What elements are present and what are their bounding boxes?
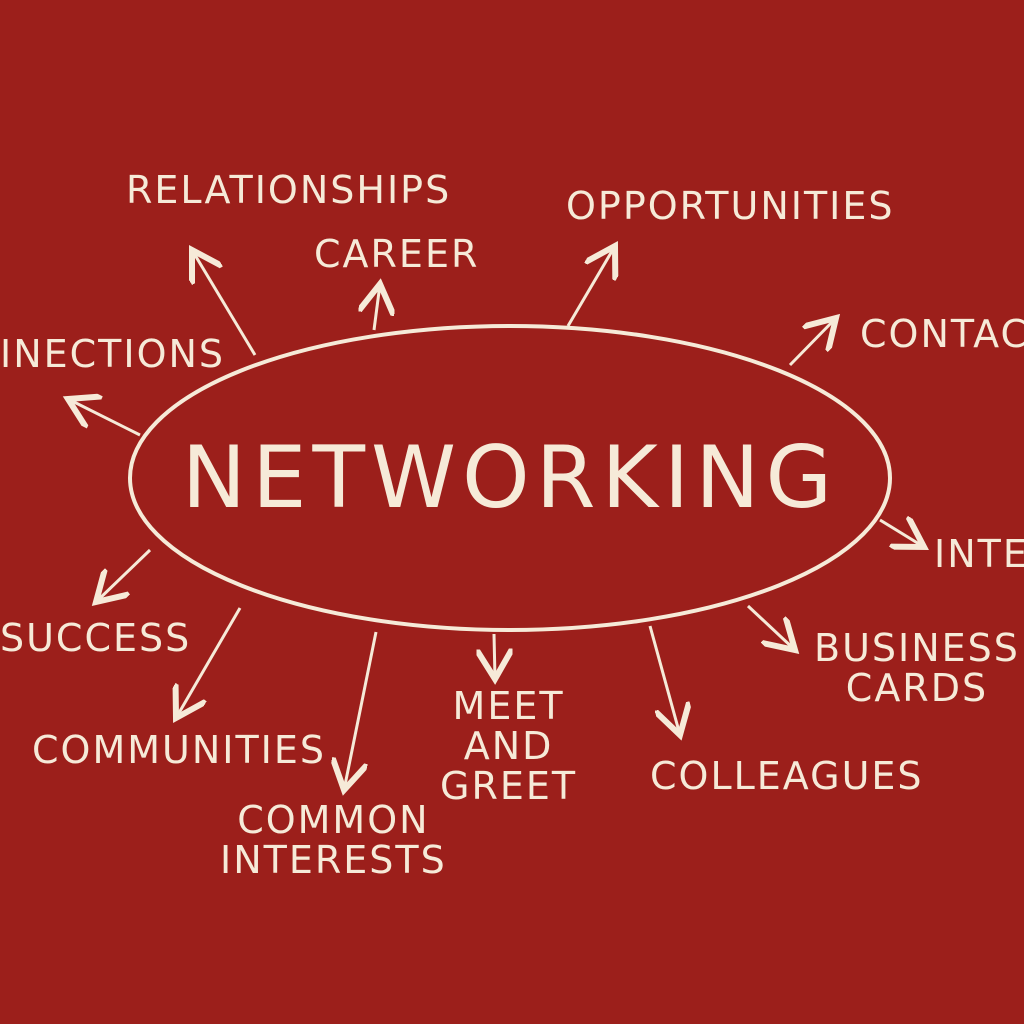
node-communities: COMMUNITIES — [32, 728, 327, 772]
arrow-meet-and-greet — [494, 633, 495, 679]
node-common-line1: COMMON — [237, 798, 430, 842]
arrow-relationships — [192, 250, 257, 356]
arrow-opportunities — [566, 246, 615, 327]
node-colleagues: COLLEAGUES — [650, 754, 924, 798]
node-connections: INECTIONS — [0, 332, 226, 376]
arrow-common-interests — [344, 631, 378, 790]
node-business-cards: BUSINESS CARDS — [814, 628, 1020, 708]
arrow-connections — [68, 399, 141, 437]
node-opportunities: OPPORTUNITIES — [566, 184, 895, 228]
arrow-interests — [879, 520, 924, 547]
node-common-interests: COMMON INTERESTS — [220, 800, 447, 880]
node-contacts: CONTAC — [860, 312, 1024, 356]
node-success: SUCCESS — [0, 616, 192, 660]
arrow-career — [374, 284, 380, 331]
center-label: NETWORKING — [181, 427, 839, 528]
arrow-colleagues — [648, 625, 680, 735]
node-common-line2: INTERESTS — [220, 838, 447, 882]
node-business-cards-line2: CARDS — [845, 666, 989, 710]
node-business-cards-line1: BUSINESS — [814, 626, 1020, 670]
node-meet-line1: MEET — [452, 684, 565, 728]
node-meet-and-greet: MEET AND GREET — [440, 686, 577, 806]
node-relationships: RELATIONSHIPS — [126, 168, 452, 212]
arrow-success — [96, 548, 152, 602]
node-interests: INTE — [934, 532, 1024, 576]
node-meet-line2: AND — [463, 724, 554, 768]
arrow-communities — [176, 607, 242, 718]
arrow-business-cards — [746, 604, 795, 650]
node-career: CAREER — [314, 232, 480, 276]
center-ellipse — [128, 324, 892, 632]
arrow-contacts — [788, 318, 836, 367]
node-meet-line3: GREET — [440, 764, 578, 808]
